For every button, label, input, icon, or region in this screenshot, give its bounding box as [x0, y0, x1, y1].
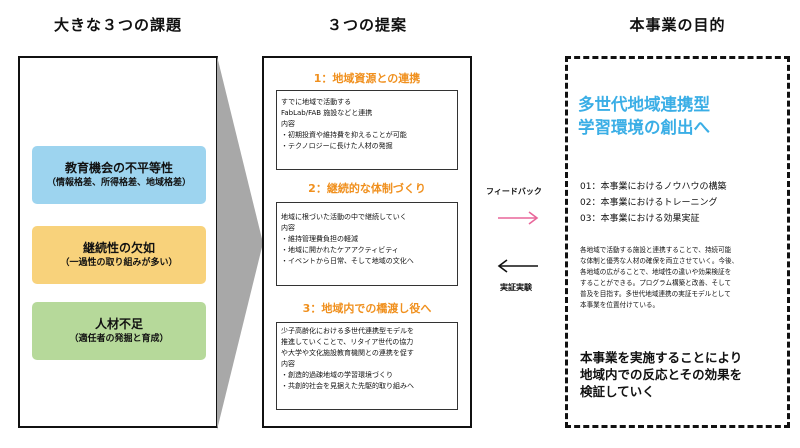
issue-box-staffing: 人材不足 （適任者の発掘と育成） — [32, 302, 206, 360]
description-line: な体制と優秀な人材の確保を両立させていく。今後、 — [580, 257, 739, 265]
purpose-description: 各地域で活動する施設と連携することで、持続可能 な体制と優秀な人材の確保を両立さ… — [580, 245, 780, 311]
description-line: することができる。プログラム構築と改善、そして — [580, 279, 732, 287]
conclusion-line: 検証していく — [580, 384, 655, 399]
proposal-line: ・初期投資や維持費を抑えることが可能 — [281, 131, 407, 139]
issue-title: 教育機会の不平等性 — [64, 161, 173, 175]
conclusion-line: 地域内での反応とその効果を — [580, 367, 743, 382]
proposal-line: や大学や文化施設教育機関との連携を促す — [281, 349, 414, 357]
proposal-line: ・創造的過疎地域の学習環境づくり — [281, 371, 393, 379]
verification-arrow-icon — [497, 259, 538, 273]
issue-title: 人材不足 — [94, 317, 143, 331]
issue-box-education: 教育機会の不平等性 （情報格差、所得格差、地域格差） — [32, 146, 206, 204]
issues-heading: 大きな３つの課題 — [53, 16, 182, 34]
purpose-panel: 多世代地域連携型 学習環境の創出へ 01：本事業におけるノウハウの構築 02：本… — [565, 56, 790, 428]
verification-label: 実証実験 — [500, 283, 532, 292]
description-line: 各地域の広がることで、地域性の違いや効果検証を — [580, 268, 732, 276]
description-line: 本事業を位置付けている。 — [580, 301, 660, 309]
proposal-line: すでに地域で活動する — [281, 98, 352, 106]
feedback-label: フィードバック — [486, 187, 542, 196]
issue-subtitle: （適任者の発掘と育成） — [69, 334, 169, 344]
proposal-line: 地域に根づいた活動の中で継続していく — [281, 213, 407, 221]
description-line: 各地域で活動する施設と連携することで、持続可能 — [580, 246, 732, 254]
purpose-list-item: 03：本事業における効果実証 — [580, 214, 700, 224]
issue-box-continuity: 継続性の欠如 （一過性の取り組みが多い） — [32, 226, 206, 284]
issue-subtitle: （一過性の取り組みが多い） — [60, 258, 178, 268]
proposal-line: ・イベントから日常、そして地域の文化へ — [281, 257, 414, 265]
issue-title: 継続性の欠如 — [82, 241, 155, 255]
purpose-conclusion: 本事業を実施することにより 地域内での反応とその効果を 検証していく — [580, 349, 782, 400]
proposal-title: 2：継続的な体制づくり — [308, 182, 426, 195]
purpose-list: 01：本事業におけるノウハウの構築 02：本事業におけるトレーニング 03：本事… — [580, 179, 780, 227]
issue-subtitle: （情報格差、所得格差、地域格差） — [46, 178, 191, 188]
proposal-line: ・共創的社会を見据えた先駆的取り組みへ — [281, 382, 414, 390]
proposal-line: ・維持管理費負担の軽減 — [281, 235, 358, 243]
proposal-line: 内容 — [281, 360, 295, 368]
purpose-title-line: 多世代地域連携型 — [578, 95, 710, 114]
proposal-box: 少子高齢化における多世代連携型モデルを 推進していくことで、リタイア世代の協力 … — [276, 322, 458, 410]
proposals-panel: 1：地域資源との連携 すでに地域で活動する FabLab/FAB 施設などと連携… — [262, 56, 472, 428]
proposal-line: FabLab/FAB 施設などと連携 — [281, 109, 373, 117]
proposal-title: 1：地域資源との連携 — [313, 72, 421, 85]
proposal-box: 地域に根づいた活動の中で継続していく 内容 ・維持管理費負担の軽減 ・地域に開か… — [276, 202, 458, 286]
purpose-title: 多世代地域連携型 学習環境の創出へ — [578, 93, 783, 139]
proposals-heading: ３つの提案 — [326, 16, 407, 34]
proposal-line: 内容 — [281, 120, 295, 128]
proposal-line: 少子高齢化における多世代連携型モデルを — [281, 327, 414, 335]
purpose-list-item: 02：本事業におけるトレーニング — [580, 198, 718, 208]
proposal-line: ・地域に開かれたケアアクティビティ — [281, 246, 399, 254]
proposal-line: 推進していくことで、リタイア世代の協力 — [281, 338, 414, 346]
feedback-arrow-icon — [498, 211, 539, 225]
purpose-heading: 本事業の目的 — [629, 16, 726, 34]
description-line: 普及を目指す。多世代地域連携の実証モデルとして — [580, 290, 731, 298]
flow-arrow-icon — [217, 56, 263, 430]
purpose-title-line: 学習環境の創出へ — [578, 118, 710, 137]
proposal-title: 3：地域内での橋渡し役へ — [302, 302, 432, 315]
conclusion-line: 本事業を実施することにより — [580, 350, 743, 365]
issues-panel: 教育機会の不平等性 （情報格差、所得格差、地域格差） 継続性の欠如 （一過性の取… — [18, 56, 218, 428]
proposal-line: 内容 — [281, 224, 295, 232]
proposal-box: すでに地域で活動する FabLab/FAB 施設などと連携 内容 ・初期投資や維… — [276, 90, 458, 170]
purpose-list-item: 01：本事業におけるノウハウの構築 — [580, 182, 727, 192]
proposal-line: ・テクノロジーに長けた人材の発掘 — [281, 142, 393, 150]
